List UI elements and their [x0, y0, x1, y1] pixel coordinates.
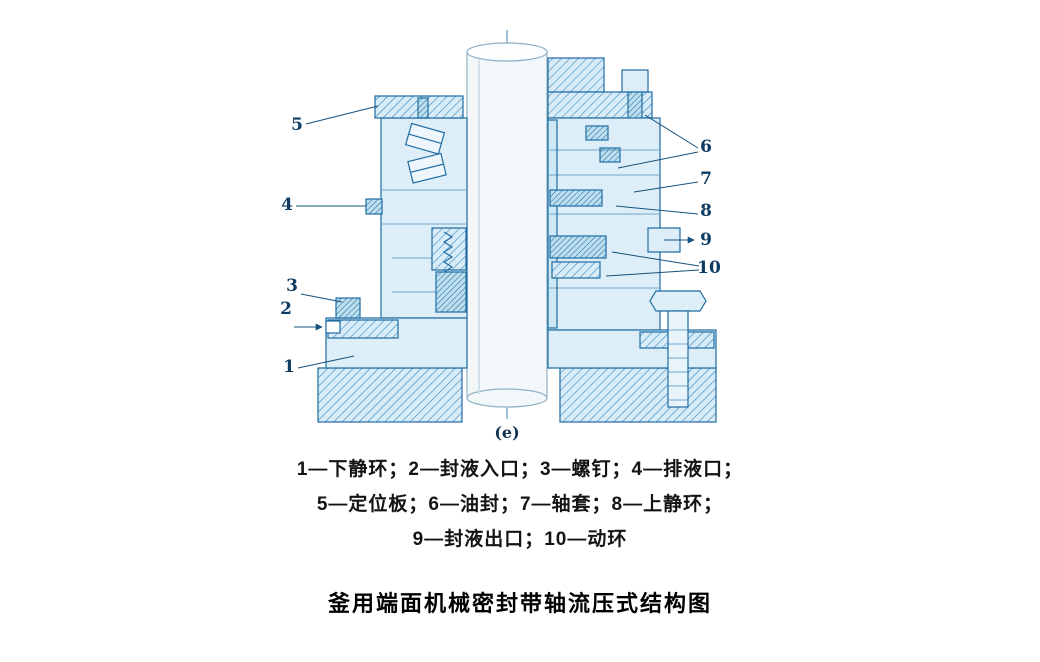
parts-legend: 1—下静环；2—封液入口；3—螺钉；4—排液口； 5—定位板；6—油封；7—轴套…	[0, 452, 1040, 557]
callout-5: 5	[291, 115, 303, 135]
callout-numbers: 5 4 3 2 1 6 7 8 9 10	[280, 115, 721, 377]
stud-threads	[668, 329, 688, 401]
legend-line-3: 9—封液出口；10—动环	[412, 529, 628, 550]
right-step-lines	[549, 149, 659, 289]
left-housing	[325, 95, 468, 369]
figure-caption: 釜用端面机械密封带轴流压式结构图	[327, 591, 712, 616]
leader-lines	[294, 105, 700, 369]
leader-1	[297, 355, 355, 369]
callout-8: 8	[700, 201, 712, 221]
stud-hex-head	[649, 290, 707, 312]
callout-1: 1	[283, 357, 295, 377]
shaft	[466, 42, 548, 408]
right-housing	[547, 57, 717, 408]
callout-10: 10	[697, 258, 721, 278]
leader-3	[300, 293, 343, 303]
stud-shank	[667, 310, 689, 408]
rotating-ring-seat	[551, 261, 601, 279]
leader-6b	[617, 151, 699, 169]
upper-collar	[547, 57, 605, 93]
seal-liquid-inlet	[325, 320, 341, 334]
seal-cross-section-drawing: 5 4 3 2 1 6 7 8 9 10 (e)	[280, 30, 721, 442]
rotating-ring	[549, 235, 607, 259]
leader-5	[305, 105, 379, 125]
shaft-top-end	[466, 42, 548, 62]
oil-seal-upper	[585, 125, 609, 141]
bearing-upper	[404, 122, 446, 155]
shaft-sleeve	[547, 119, 558, 329]
base-left	[317, 367, 463, 423]
leader-10a	[611, 251, 700, 267]
top-bolt-head	[621, 69, 649, 93]
subfigure-label: (e)	[494, 423, 519, 442]
legend-line-2: 5—定位板；6—油封；7—轴套；8—上静环；	[316, 494, 724, 515]
callout-7: 7	[700, 169, 712, 189]
upper-stationary-ring	[549, 189, 603, 207]
left-cap-screw	[417, 97, 429, 119]
shaft-body	[466, 51, 548, 399]
bearing-lower	[407, 152, 447, 184]
base-right	[559, 367, 717, 423]
legend-line-1: 1—下静环；2—封液入口；3—螺钉；4—排液口；	[296, 459, 744, 480]
callout-2: 2	[280, 299, 292, 319]
screw-head	[335, 297, 361, 319]
oil-seal-lower	[599, 147, 621, 163]
leader-6a	[644, 114, 699, 149]
shaft-bottom-end	[466, 388, 548, 408]
callout-4: 4	[281, 195, 293, 215]
leader-10b	[605, 269, 700, 277]
drain-port	[365, 198, 383, 215]
spring	[442, 231, 454, 273]
leader-7	[633, 181, 699, 193]
callout-6: 6	[700, 137, 712, 157]
leader-8	[615, 205, 699, 215]
callout-3: 3	[286, 276, 298, 296]
mounting-base	[317, 367, 717, 423]
lower-stationary-ring	[435, 271, 467, 313]
callout-9: 9	[700, 230, 712, 250]
